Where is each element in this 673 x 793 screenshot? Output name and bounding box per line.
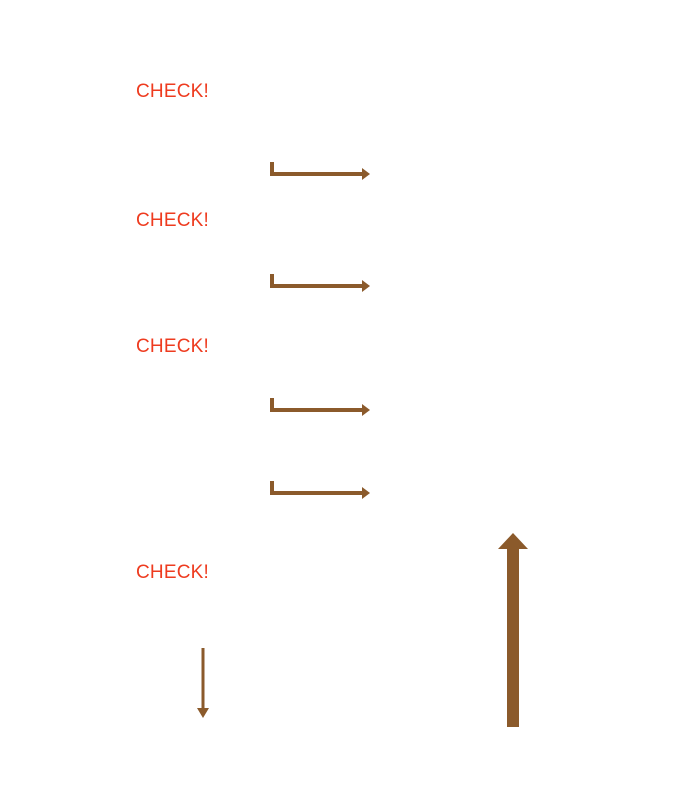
elbow-right-arrow-icon: [270, 481, 370, 499]
check-label-3: CHECK!: [136, 336, 209, 357]
down-arrow-icon: [197, 648, 209, 718]
elbow-right-arrow-icon: [270, 274, 370, 292]
elbow-right-arrow-icon: [270, 398, 370, 416]
check-label-4: CHECK!: [136, 562, 209, 583]
check-label-2: CHECK!: [136, 210, 209, 231]
check-label-1: CHECK!: [136, 81, 209, 102]
elbow-right-arrow-icon: [270, 162, 370, 180]
up-arrow-icon: [498, 533, 528, 727]
